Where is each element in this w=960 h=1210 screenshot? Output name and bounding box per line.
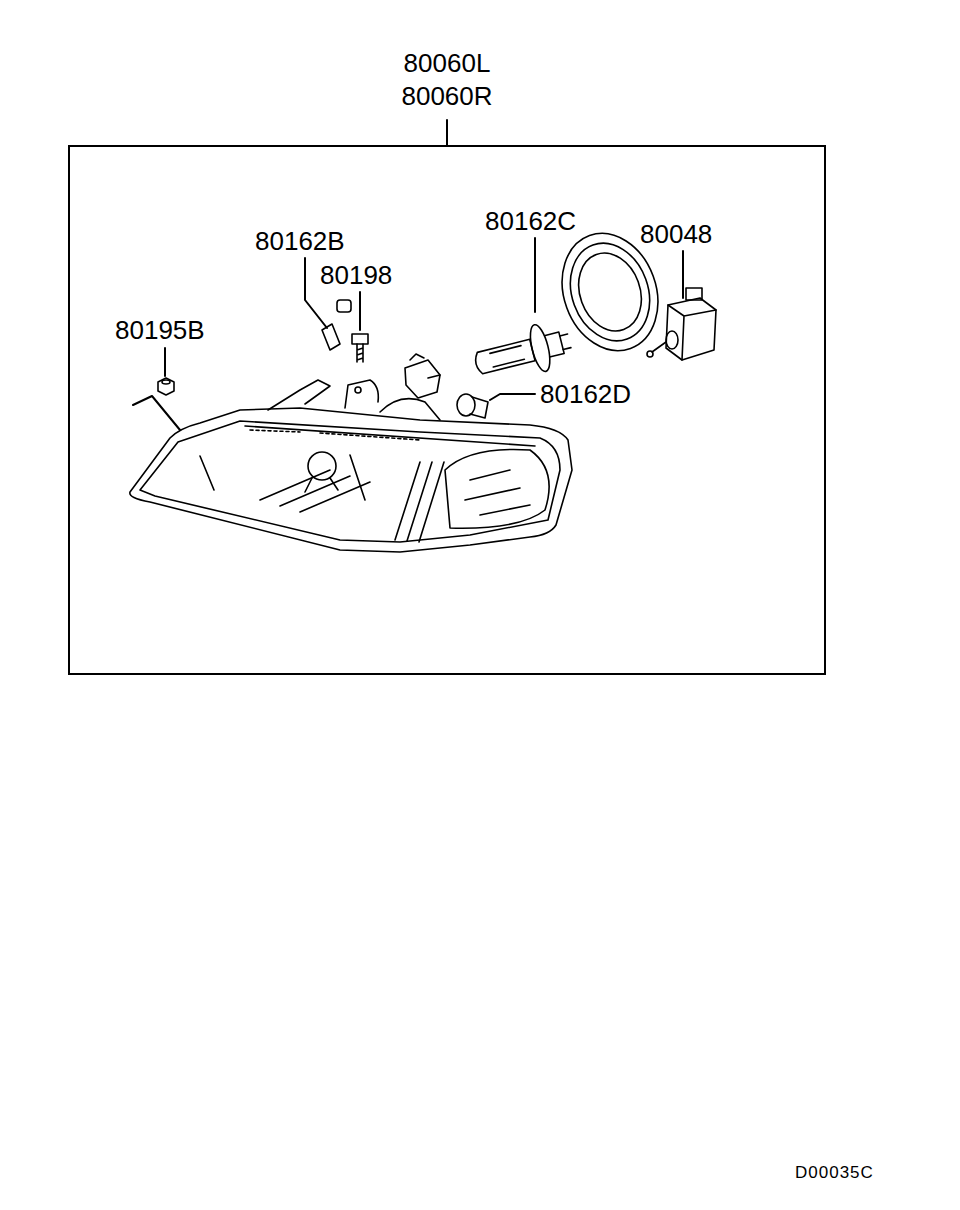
mount-hole bbox=[355, 387, 361, 393]
leader-line bbox=[682, 251, 684, 298]
lens-divider bbox=[395, 462, 444, 542]
cover-ring bbox=[557, 232, 663, 352]
screw bbox=[352, 334, 368, 362]
side-bulb bbox=[457, 394, 488, 418]
reflector-right bbox=[445, 449, 549, 528]
leader-line bbox=[133, 396, 180, 430]
nut-symbol bbox=[162, 380, 170, 384]
reflector-line bbox=[465, 470, 530, 515]
socket-symbol bbox=[405, 360, 440, 398]
leader-line bbox=[534, 238, 536, 312]
mount-bracket bbox=[345, 380, 378, 408]
rear-housing bbox=[380, 399, 440, 420]
leader-line bbox=[164, 348, 166, 376]
lens-edge bbox=[245, 426, 535, 446]
motor-body bbox=[666, 331, 678, 349]
screw-thread bbox=[357, 344, 363, 362]
bulb-socket bbox=[337, 300, 351, 312]
screw-head bbox=[352, 334, 368, 344]
leader-lines bbox=[133, 120, 683, 430]
bulb-pin bbox=[560, 334, 571, 350]
reflector-line bbox=[200, 455, 365, 500]
callout-number: 80195B bbox=[115, 315, 205, 345]
lamp-outline bbox=[130, 408, 572, 552]
bulb-flange bbox=[527, 323, 554, 373]
cover-ring bbox=[568, 244, 652, 340]
projector-lens bbox=[305, 478, 338, 492]
reflector-line bbox=[260, 470, 370, 512]
leader-line bbox=[359, 292, 361, 330]
leveling-motor bbox=[647, 288, 716, 360]
motor-body bbox=[666, 298, 716, 360]
motor-shaft bbox=[652, 342, 666, 352]
bulb-glass bbox=[473, 339, 535, 374]
bulb-base bbox=[470, 397, 488, 418]
bulb-filament bbox=[490, 346, 524, 367]
callout-number: 80162C bbox=[485, 206, 576, 236]
motor-shaft bbox=[647, 351, 653, 357]
part-number: 80060L bbox=[404, 47, 491, 79]
headlamp-body bbox=[130, 380, 572, 552]
nut bbox=[158, 378, 174, 395]
lens-edge bbox=[250, 430, 420, 440]
mount-bracket bbox=[268, 380, 330, 410]
bulb-symbol bbox=[322, 324, 340, 350]
bulb-socket bbox=[405, 354, 440, 398]
callout-number: 80162B bbox=[255, 226, 345, 256]
drawing-code: D00035C bbox=[795, 1163, 874, 1183]
lens-outline bbox=[140, 421, 560, 542]
callout-number: 80048 bbox=[640, 219, 712, 249]
motor-connector bbox=[686, 288, 702, 300]
socket-symbol bbox=[410, 354, 440, 378]
projector-lens bbox=[308, 452, 336, 480]
leader-line bbox=[446, 120, 448, 145]
callout-number: 80198 bbox=[320, 260, 392, 290]
part-number: 80060R bbox=[401, 80, 492, 112]
nut-symbol bbox=[158, 378, 174, 395]
leader-line bbox=[490, 394, 535, 400]
halogen-bulb bbox=[470, 318, 575, 388]
wedge-bulb bbox=[322, 300, 351, 350]
callout-number: 80162D bbox=[540, 379, 631, 409]
